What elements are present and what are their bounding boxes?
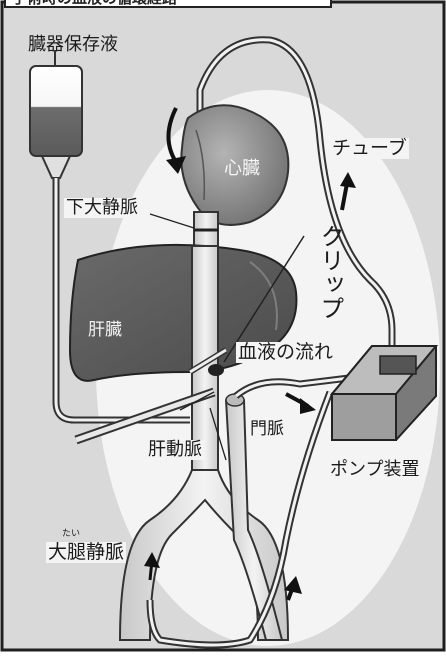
clip bbox=[208, 364, 224, 376]
pump-device-label: ポンプ装置 bbox=[328, 460, 421, 480]
femoral-vein-ruby: たい bbox=[62, 530, 80, 539]
portal-vein-label: 門脈 bbox=[248, 420, 286, 439]
tube-label: チューブ bbox=[330, 138, 409, 159]
preservation-solution-label: 臓器保存液 bbox=[28, 36, 118, 54]
inferior-vena-cava-label: 下大静脈 bbox=[64, 198, 140, 218]
clip-label: クリップ bbox=[318, 224, 342, 320]
femoral-vein-label: 大腿静脈 bbox=[46, 542, 126, 563]
liver-label: 肝臓 bbox=[88, 322, 122, 339]
heart-label: 心臓 bbox=[224, 160, 260, 178]
blood-flow-label: 血液の流れ bbox=[236, 342, 335, 363]
diagram-title: 手術時の血液の循環経路 bbox=[4, 0, 332, 8]
hepatic-artery-label: 肝動脈 bbox=[146, 440, 204, 460]
